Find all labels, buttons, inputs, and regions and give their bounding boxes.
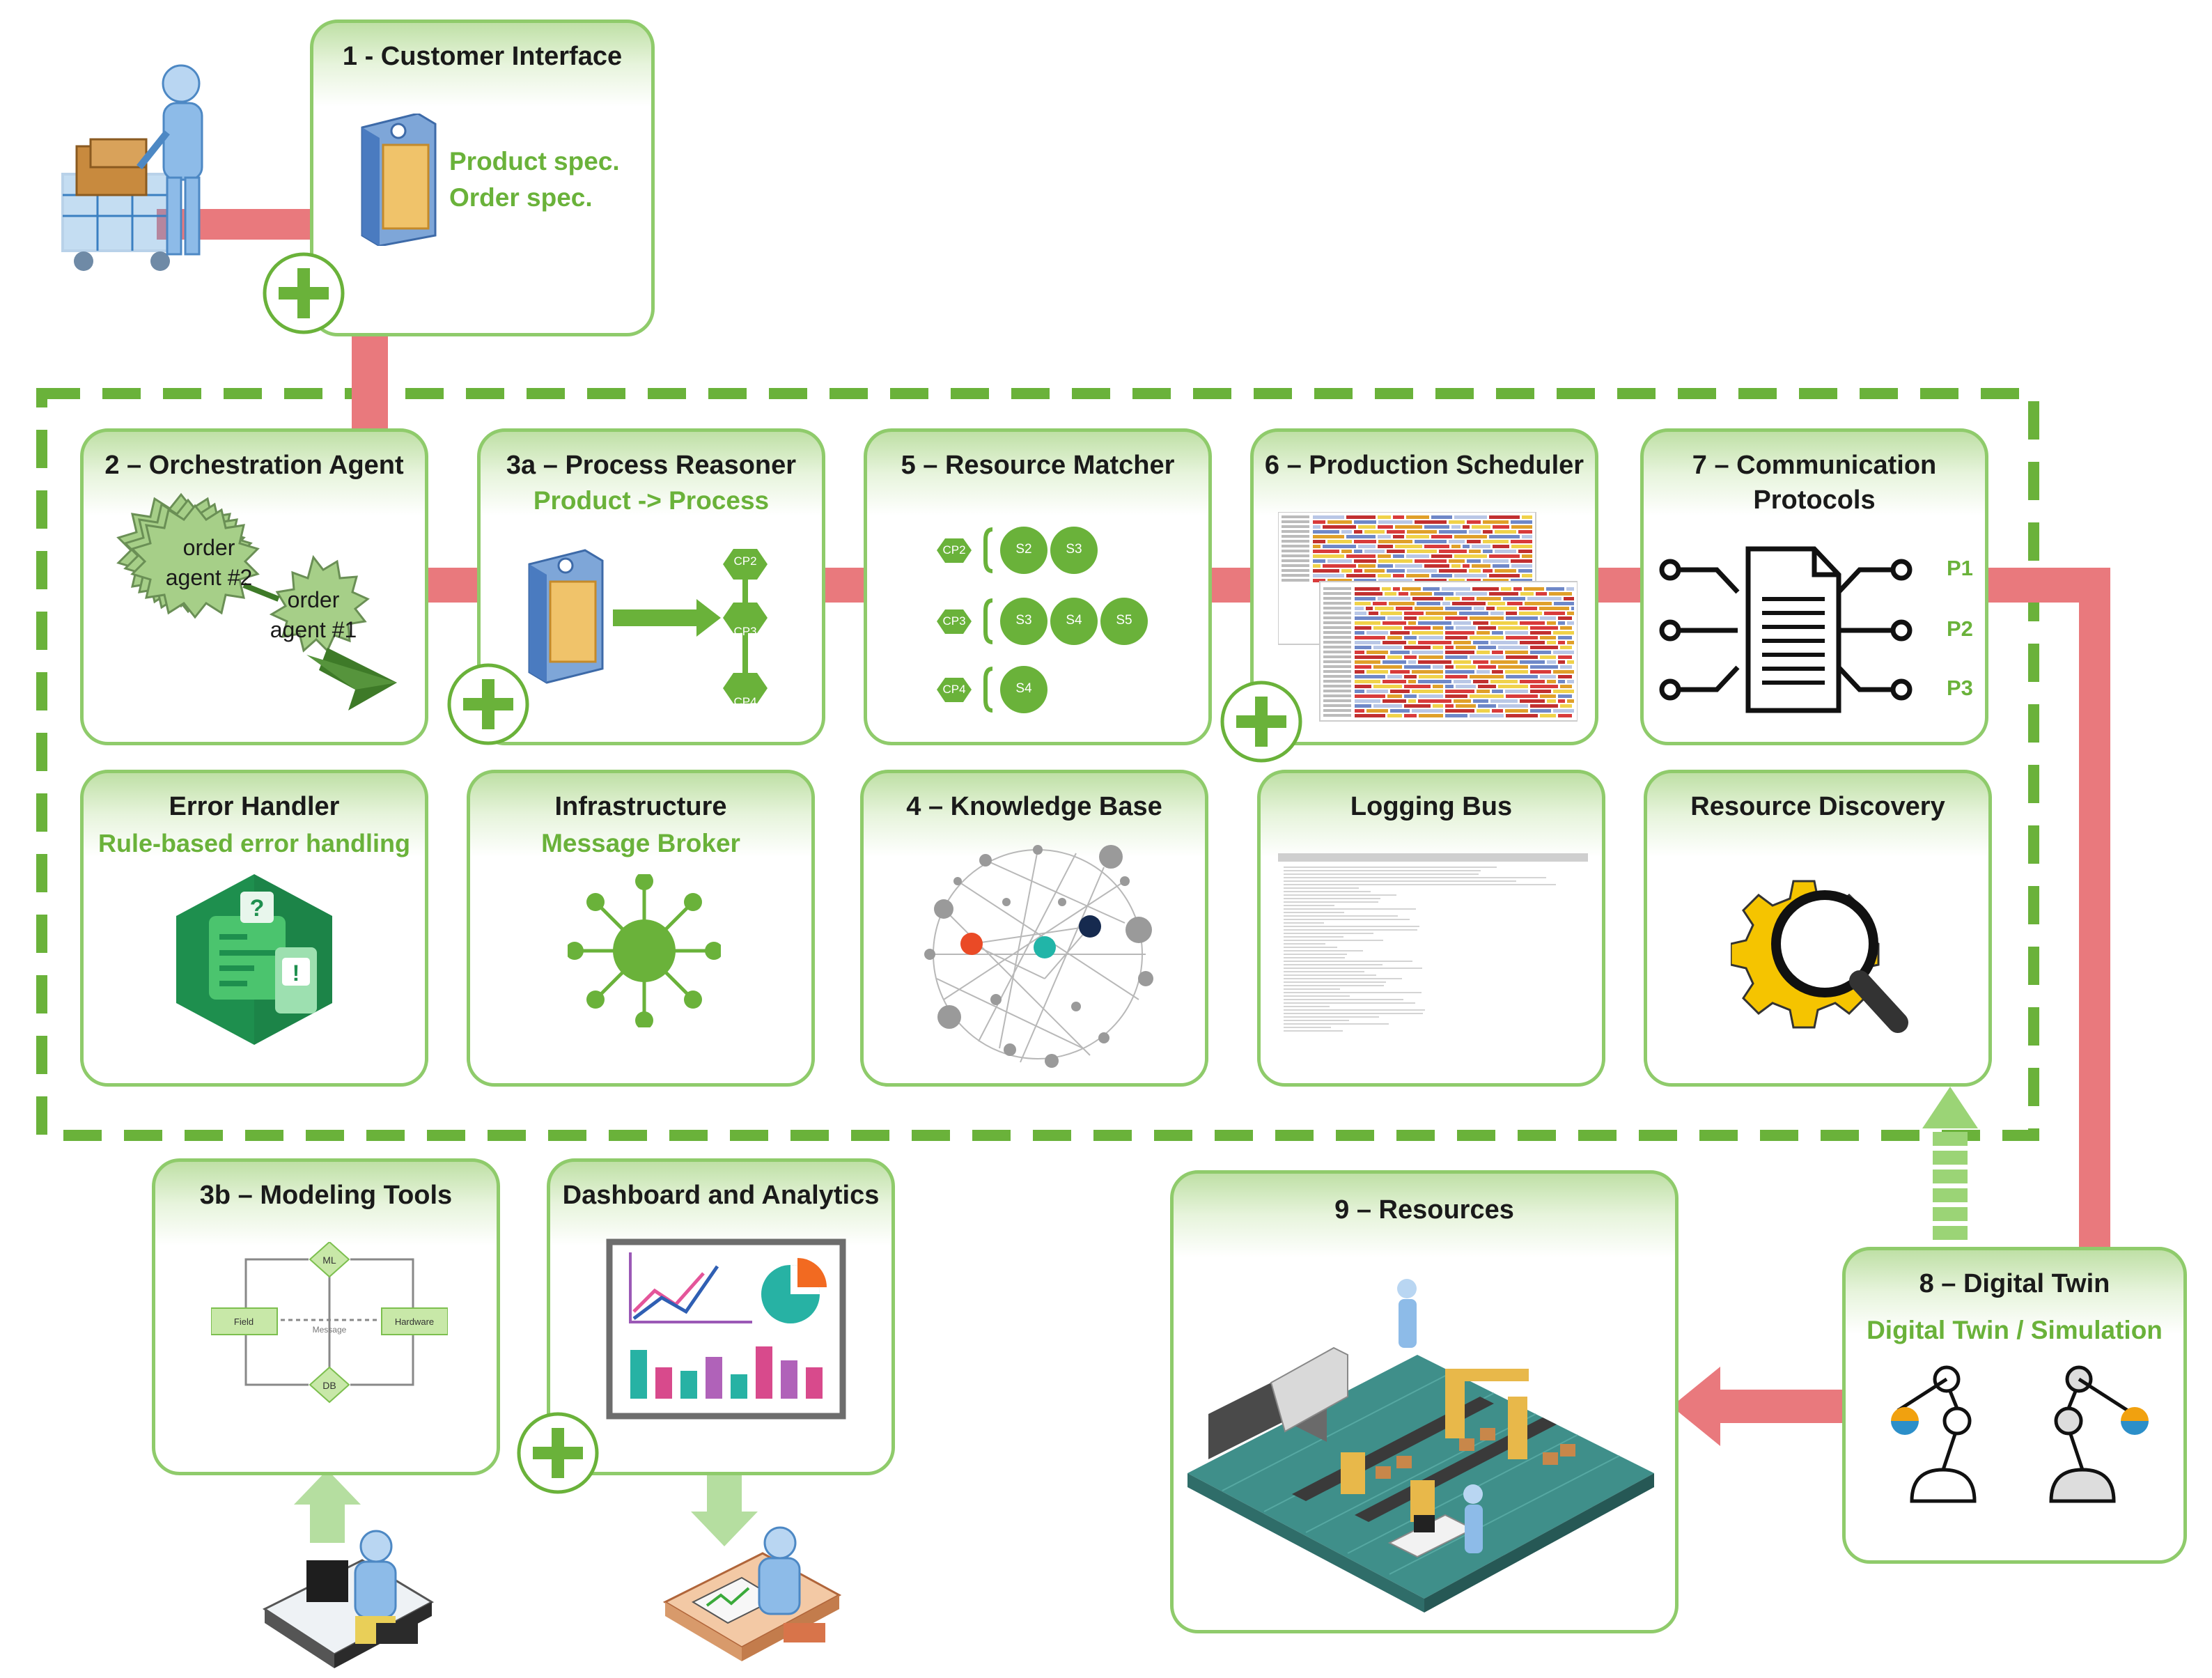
- customer-interface-box[interactable]: 1 - Customer Interface Product spec. Ord…: [310, 20, 655, 336]
- gantt-chart-graphic: [1278, 512, 1578, 722]
- flow-node-right: Hardware: [395, 1316, 434, 1327]
- matcher-cp4: CP4: [942, 683, 966, 696]
- add-reasoner-plus-icon[interactable]: [446, 662, 531, 747]
- spec-document-icon: [361, 114, 437, 246]
- reasoner-node-cp2: CP2: [733, 554, 757, 568]
- agent-2-label: order agent #2: [157, 533, 261, 593]
- dashboard-analytics-title: Dashboard and Analytics: [562, 1181, 880, 1210]
- matcher-s2: S2: [1015, 542, 1032, 557]
- logging-bus-title: Logging Bus: [1350, 792, 1513, 821]
- analyst-desk-icon: [662, 1526, 842, 1661]
- agent-starbursts: [116, 492, 397, 710]
- order-spec-text: Order spec.: [449, 183, 593, 212]
- gantt-back-rows: [1282, 515, 1532, 582]
- matcher-cp2: CP2: [942, 543, 966, 557]
- knowledge-graph-icon: [924, 845, 1153, 1068]
- factory-floor-illustration: [1187, 1279, 1654, 1613]
- matcher-s3a: S3: [1066, 542, 1082, 557]
- gantt-front-rows: [1323, 587, 1574, 717]
- matcher-cp3: CP3: [942, 614, 966, 628]
- infrastructure-subtitle: Message Broker: [541, 829, 740, 857]
- message-broker-icon: [568, 874, 721, 1027]
- gear-search-icon: [1731, 880, 1908, 1033]
- modeling-tools-title: 3b – Modeling Tools: [199, 1181, 453, 1210]
- digital-twin-subtitle: Digital Twin / Simulation: [1867, 1316, 2163, 1344]
- matcher-s3b: S3: [1015, 613, 1032, 628]
- agent-2-line1: order: [182, 535, 235, 560]
- add-scheduler-plus-icon[interactable]: [1219, 679, 1304, 764]
- protocol-p3: P3: [1947, 676, 1973, 700]
- log-lines-graphic: [1278, 853, 1588, 1032]
- resource-matcher-box[interactable]: 5 – Resource Matcher CP2 CP3 CP4 S2 S3 S…: [864, 428, 1212, 745]
- resource-discovery-box[interactable]: Resource Discovery: [1644, 770, 1992, 1087]
- dashboard-bars: [630, 1346, 823, 1399]
- process-reasoner-box[interactable]: 3a – Process Reasoner Product -> Process…: [477, 428, 825, 745]
- protocol-p2: P2: [1947, 616, 1973, 641]
- error-handling-icon: ? !: [176, 874, 332, 1045]
- robot-arm-twin-icon: [1891, 1365, 2149, 1503]
- platform-frame: [36, 388, 2039, 1141]
- digital-twin-box[interactable]: 8 – Digital Twin Digital Twin / Simulati…: [1842, 1247, 2187, 1564]
- modeling-tools-box[interactable]: 3b – Modeling Tools ML DB Field Hardware…: [152, 1158, 500, 1475]
- engineer-desk-icon: [262, 1530, 435, 1668]
- pink-links: [157, 209, 2110, 1446]
- reasoner-node-cp3: CP3: [733, 625, 757, 638]
- resource-discovery-title: Resource Discovery: [1690, 792, 1945, 821]
- agent-2-line2: agent #2: [165, 565, 253, 590]
- protocol-p1: P1: [1947, 556, 1973, 580]
- flow-node-bottom: DB: [322, 1380, 336, 1391]
- matcher-s5: S5: [1116, 613, 1132, 628]
- production-scheduler-title: 6 – Production Scheduler: [1264, 451, 1584, 480]
- resources-title: 9 – Resources: [1334, 1195, 1514, 1225]
- reasoner-graphic: [528, 549, 768, 704]
- flowchart-graphic: ML DB Field Hardware Message: [211, 1242, 448, 1404]
- resources-box[interactable]: 9 – Resources: [1170, 1170, 1679, 1633]
- error-handler-title: Error Handler: [169, 792, 340, 821]
- comm-title-line2: Protocols: [1753, 485, 1876, 515]
- svg-text:?: ?: [250, 895, 265, 922]
- flow-node-left: Field: [234, 1316, 254, 1327]
- infrastructure-title: Infrastructure: [554, 792, 727, 821]
- error-handler-subtitle: Rule-based error handling: [98, 829, 411, 857]
- digital-twin-title: 8 – Digital Twin: [1919, 1269, 2110, 1298]
- flow-node-mid: Message: [313, 1325, 347, 1335]
- knowledge-base-title: 4 – Knowledge Base: [906, 792, 1162, 821]
- infrastructure-box[interactable]: Infrastructure Message Broker: [467, 770, 815, 1087]
- add-customer-plus-icon[interactable]: [261, 251, 346, 336]
- customer-interface-title: 1 - Customer Interface: [342, 42, 623, 71]
- shopper-icon: [61, 64, 203, 271]
- orchestration-agent-title: 2 – Orchestration Agent: [104, 451, 404, 480]
- process-reasoner-subtitle: Product -> Process: [533, 486, 770, 515]
- add-dashboard-plus-icon[interactable]: [515, 1411, 600, 1496]
- protocol-document-icon: [1659, 546, 1913, 713]
- agent-1-label: order agent #1: [261, 585, 366, 645]
- orchestration-agent-box[interactable]: 2 – Orchestration Agent order agent #2 o…: [80, 428, 428, 745]
- dashboard-analytics-box[interactable]: Dashboard and Analytics: [547, 1158, 895, 1475]
- matcher-s4b: S4: [1015, 681, 1032, 696]
- agent-1-line2: agent #1: [270, 617, 357, 642]
- worker-figures: [1397, 1279, 1483, 1553]
- resource-matcher-title: 5 – Resource Matcher: [901, 451, 1175, 480]
- production-scheduler-box[interactable]: 6 – Production Scheduler: [1250, 428, 1598, 745]
- process-reasoner-title: 3a – Process Reasoner: [506, 451, 797, 480]
- matcher-graphic: [937, 527, 1148, 713]
- modeling-up-arrow: [294, 1470, 361, 1543]
- comm-title-line1: 7 – Communication: [1692, 451, 1937, 480]
- communication-protocols-box[interactable]: 7 – Communication Protocols P1 P2 P3: [1640, 428, 1988, 745]
- knowledge-base-box[interactable]: 4 – Knowledge Base: [860, 770, 1208, 1087]
- svg-text:!: !: [293, 961, 300, 986]
- matcher-s4a: S4: [1066, 613, 1082, 628]
- error-handler-box[interactable]: Error Handler Rule-based error handling …: [80, 770, 428, 1087]
- reasoner-node-cp4: CP4: [733, 695, 757, 708]
- dashboard-down-arrow: [691, 1473, 758, 1546]
- product-spec-text: Product spec.: [449, 147, 620, 176]
- agent-1-line1: order: [287, 587, 340, 612]
- analytics-board-icon: [606, 1238, 846, 1420]
- logging-bus-box[interactable]: Logging Bus: [1257, 770, 1605, 1087]
- dashed-up-arrow: [1922, 1087, 1978, 1240]
- flow-node-top: ML: [322, 1254, 336, 1266]
